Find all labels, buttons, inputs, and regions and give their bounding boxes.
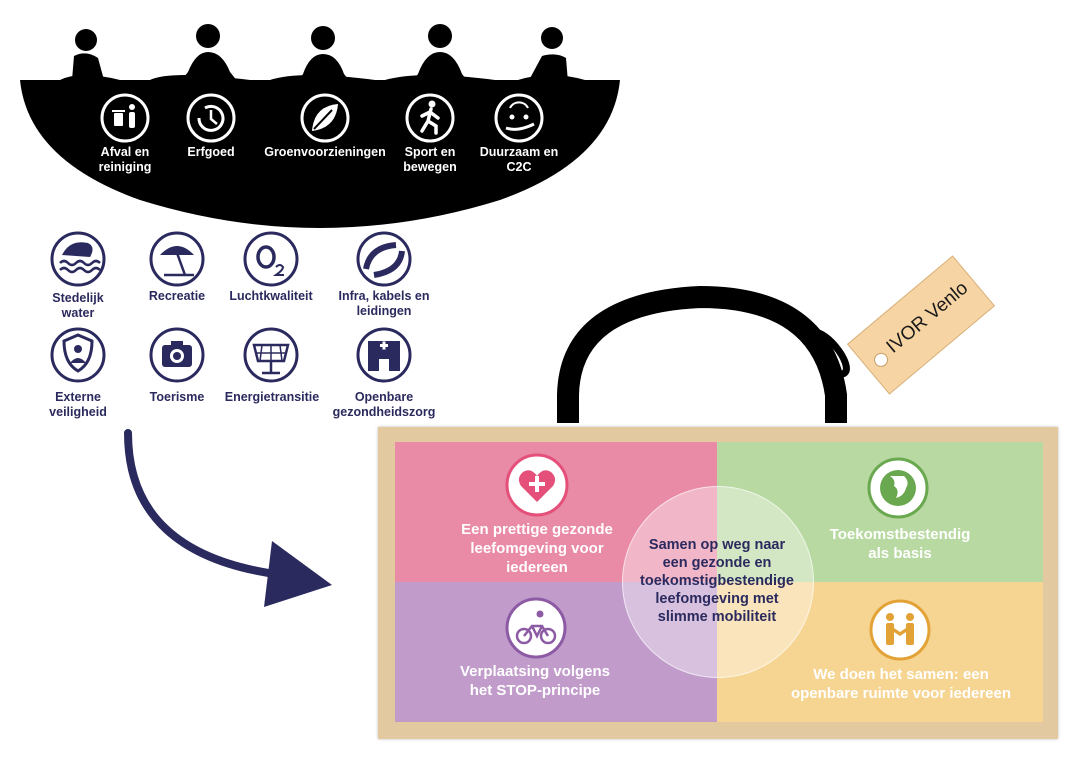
center-statement: Samen op weg naar een gezonde en toekoms… <box>640 537 794 625</box>
heritage-clock-icon <box>186 93 236 143</box>
person-body <box>180 52 238 82</box>
beach-umbrella-icon <box>149 231 205 287</box>
running-person-icon <box>405 93 455 143</box>
pipes-icon <box>356 231 412 287</box>
tag-ring <box>806 328 850 378</box>
tag-hole <box>871 349 891 370</box>
quadrant-text-top-left: Een prettige gezonde leefomgeving voor i… <box>461 521 613 576</box>
quadrant-text-bottom-right: We doen het samen: een openbare ruimte v… <box>790 666 1012 702</box>
theme-label: Infra, kabels en leidingen <box>338 289 430 318</box>
waste-bin-icon <box>100 93 150 143</box>
heart-plus-icon <box>505 453 569 517</box>
person-head <box>75 29 97 51</box>
handshake-icon <box>869 599 931 661</box>
person-body <box>72 53 104 80</box>
topic-label: Sport en bewegen <box>403 145 457 174</box>
topic-label: Duurzaam en C2C <box>479 145 559 174</box>
theme-label: Externe veiligheid <box>49 390 107 419</box>
person-head <box>541 27 563 49</box>
hand-recycle-icon <box>494 93 544 143</box>
shield-person-icon <box>50 327 106 383</box>
suitcase-handle <box>557 285 850 423</box>
theme-label: Openbare gezondheidszorg <box>332 390 436 419</box>
person-body <box>528 54 568 82</box>
oxygen-icon <box>243 231 299 287</box>
quadrant-text-top-right: Toekomstbestendig als basis <box>829 526 971 562</box>
topic-label: Erfgoed <box>187 145 235 159</box>
topic-label: Afval en reiniging <box>98 145 152 174</box>
camera-icon <box>149 327 205 383</box>
globe-icon <box>867 457 929 519</box>
theme-label: Toerisme <box>149 390 205 404</box>
water-wave-icon <box>50 231 106 287</box>
theme-label: Stedelijk water <box>52 291 104 320</box>
quadrant-text-bottom-left: Verplaatsing volgens het STOP-principe <box>459 663 611 699</box>
person-head <box>311 26 335 50</box>
bicycle-icon <box>505 597 567 659</box>
person-head <box>196 24 220 48</box>
table-top <box>20 80 620 228</box>
theme-label: Energietransitie <box>224 390 320 404</box>
center-circle <box>622 486 814 678</box>
topic-label: Groenvoorzieningen <box>264 145 386 159</box>
solar-panel-icon <box>243 327 299 383</box>
round-table-illustration <box>20 24 620 228</box>
theme-icons-grid <box>50 231 412 383</box>
flow-arrow <box>124 429 332 607</box>
hospital-icon <box>356 327 412 383</box>
theme-label: Luchtkwaliteit <box>229 289 313 303</box>
theme-label: Recreatie <box>148 289 206 303</box>
person-head <box>428 24 452 48</box>
leaf-icon <box>300 93 350 143</box>
